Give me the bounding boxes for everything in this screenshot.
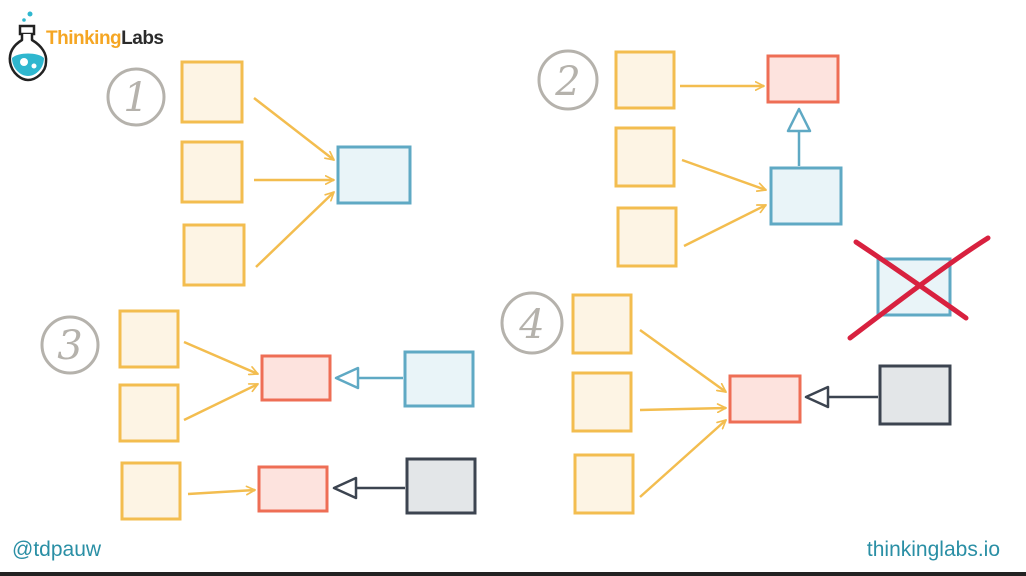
- footer-website: thinkinglabs.io: [866, 538, 1000, 561]
- group-4-red-box: [728, 374, 802, 424]
- group-3-source-box-3: [120, 461, 182, 521]
- group-4-arrow-2: [639, 408, 726, 410]
- group-1-source-box-1: [180, 60, 244, 124]
- rejected-variant: [847, 235, 991, 341]
- flask-icon: [8, 11, 48, 82]
- group-1-source-box-3: [182, 223, 246, 287]
- group-2-arrow-3: [683, 203, 766, 248]
- group-1-target-box: [336, 145, 412, 205]
- group-1-number-badge: 1: [106, 67, 166, 127]
- bottom-border: [0, 572, 1026, 576]
- group-1-source-box-2: [180, 140, 244, 204]
- group-4-source-box-1: [571, 293, 633, 355]
- cross-stroke-2: [847, 235, 991, 341]
- group-4-number-badge: 4: [500, 291, 564, 355]
- logo-text-labs: Labs: [121, 28, 164, 49]
- cross-stroke-1: [853, 239, 969, 321]
- group-3-source-box-1: [118, 309, 180, 369]
- group-2-red-box: [766, 54, 840, 104]
- group-3-arrow-2: [183, 382, 258, 422]
- footer-twitter-handle: @tdpauw: [12, 538, 102, 561]
- logo-wordmark: ThinkingLabs: [46, 28, 164, 50]
- group-1-arrow-1: [253, 97, 334, 160]
- group-3-inheritance-arrow-blue: [334, 366, 403, 390]
- group-4-inheritance-arrow: [804, 385, 878, 409]
- group-1: 1: [106, 60, 412, 287]
- group-1-arrow-3: [255, 192, 334, 268]
- group-3-source-box-2: [118, 383, 180, 443]
- group-2-source-box-2: [614, 126, 676, 188]
- group-3-dark-box: [405, 457, 477, 515]
- group-3-number-badge: 3: [40, 315, 100, 375]
- group-2-inheritance-arrow: [786, 107, 812, 166]
- group-1-number: 1: [123, 75, 148, 121]
- group-4-number: 4: [518, 302, 544, 348]
- group-3-arrow-1: [183, 340, 258, 374]
- group-4-source-box-2: [571, 371, 633, 433]
- group-2: 2: [537, 49, 843, 268]
- group-3-number: 3: [57, 323, 82, 369]
- group-2-source-box-3: [616, 206, 678, 268]
- group-2-number: 2: [554, 59, 580, 105]
- logo-text-thinking: Thinking: [46, 28, 122, 49]
- group-2-arrow-2: [681, 158, 766, 190]
- group-4-dark-box: [878, 364, 952, 426]
- group-3-arrow-3: [187, 490, 255, 494]
- group-4-source-box-3: [573, 453, 635, 515]
- group-4: 4: [500, 291, 952, 515]
- group-2-source-box-1: [614, 50, 676, 110]
- group-3-inheritance-arrow-dark: [332, 476, 405, 500]
- group-2-number-badge: 2: [537, 49, 599, 111]
- group-3-red-box-1: [260, 354, 332, 402]
- thinkinglabs-logo: ThinkingLabs: [6, 8, 176, 84]
- group-4-arrow-3: [639, 420, 726, 498]
- group-3-blue-box: [403, 350, 475, 408]
- group-4-arrow-1: [639, 328, 726, 392]
- group-3-red-box-2: [257, 465, 329, 513]
- group-2-blue-box: [769, 166, 843, 226]
- group-3: 3: [40, 309, 477, 521]
